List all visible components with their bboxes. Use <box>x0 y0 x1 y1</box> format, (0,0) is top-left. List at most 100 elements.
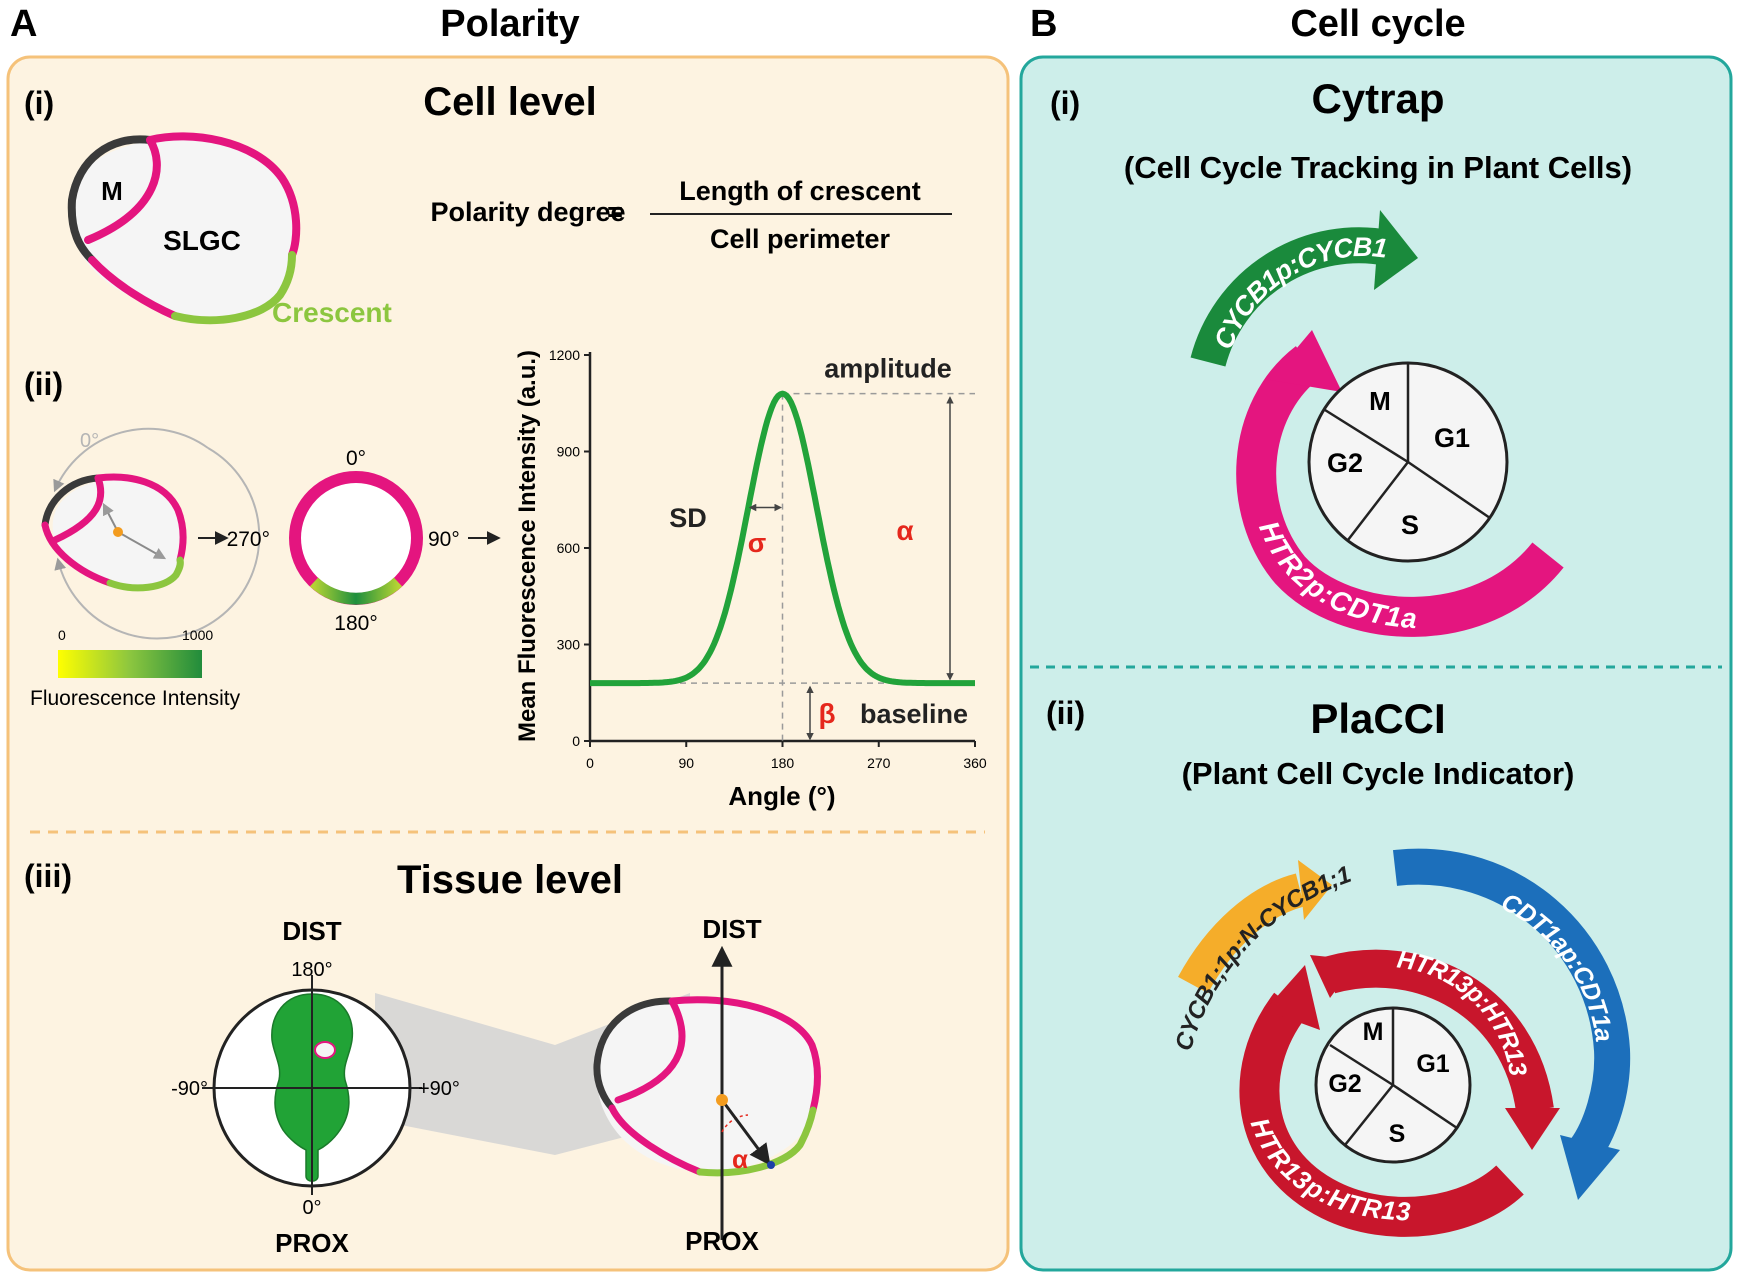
formula-numerator: Length of crescent <box>679 176 921 206</box>
x-tick-label: 270 <box>867 755 891 771</box>
tissue-level-heading: Tissue level <box>397 858 623 902</box>
ring-top-label: 0° <box>346 447 366 470</box>
ring-left-label: 270° <box>227 528 270 551</box>
crescent-label: Crescent <box>272 297 392 328</box>
alpha-arc <box>721 1114 749 1133</box>
y-tick-label: 1200 <box>549 347 580 363</box>
cytrap-phase-g1: G1 <box>1434 423 1470 453</box>
panel-b-letter: B <box>1030 3 1057 45</box>
y-tick-label: 600 <box>557 540 581 556</box>
angle-start-label: 0° <box>80 430 99 452</box>
x-tick-label: 0 <box>586 755 594 771</box>
panel-b-title: Cell cycle <box>1290 3 1465 45</box>
baseline-label: baseline <box>860 699 968 729</box>
placci-orange-arrow-head <box>1298 860 1332 920</box>
stomatal-cell-diagram: M SLGC Crescent <box>67 132 392 328</box>
large-cell-angle-diagram: DIST PROX α <box>593 914 821 1256</box>
leaf-dist-label: DIST <box>282 916 341 946</box>
beta-label: β <box>818 698 835 729</box>
chart-x-label: Angle (°) <box>728 781 835 811</box>
meristemoid-wall <box>67 135 154 264</box>
placci-phase-g2: G2 <box>1328 1070 1361 1098</box>
alpha-chart-label: α <box>896 515 913 546</box>
placci-heading: PlaCCI <box>1310 695 1445 742</box>
division-wall <box>84 136 161 244</box>
placci-phase-g1: G1 <box>1416 1050 1449 1078</box>
colorbar-label: Fluorescence Intensity <box>30 687 241 710</box>
cytrap-phase-m: M <box>1369 386 1391 416</box>
cell-level-heading: Cell level <box>423 80 596 124</box>
placci-red-inner-arrow-head <box>1505 1108 1560 1150</box>
polarity-vector-arrow <box>720 1099 771 1166</box>
ring-crescent-segment <box>309 577 403 605</box>
leaf-deg-bottom: 0° <box>302 1197 321 1219</box>
leaf-deg-right: +90° <box>418 1078 460 1100</box>
angle-arc-bottom <box>54 447 261 640</box>
cytrap-sub-label: (i) <box>1050 85 1080 121</box>
fluorescence-colorbar: 0 1000 Fluorescence Intensity <box>30 627 241 710</box>
series-line <box>589 390 976 687</box>
panel-a: A Polarity (i) Cell level M SLGC Crescen… <box>6 3 1010 1272</box>
colorbar-max: 1000 <box>182 627 213 643</box>
magenta-wall-bottom <box>88 256 179 320</box>
cytrap-subheading: (Cell Cycle Tracking in Plant Cells) <box>1124 150 1632 185</box>
colorbar <box>58 650 202 678</box>
ring-right-label: 90° <box>428 528 460 551</box>
sub-ii-label: (ii) <box>24 366 63 402</box>
placci-sub-label: (ii) <box>1046 695 1085 731</box>
unrolled-ring-diagram: 270° 0° 90° 180° <box>227 447 501 635</box>
cytrap-magenta-arrow-body <box>1236 346 1564 637</box>
placci-orange-arrow-body <box>1178 873 1305 994</box>
crescent-peak-dot <box>767 1161 775 1169</box>
large-cell-fill <box>596 998 820 1173</box>
angle-arc-top <box>53 427 209 493</box>
placci-phase-s: S <box>1389 1120 1406 1148</box>
sub-i-label: (i) <box>24 85 54 121</box>
cytrap-phase-s: S <box>1401 510 1419 540</box>
amplitude-label: amplitude <box>824 354 952 384</box>
large-prox-label: PROX <box>685 1226 759 1256</box>
placci-blue-arrow-head <box>1560 1135 1620 1200</box>
cell-slgc-label: SLGC <box>163 225 241 256</box>
ring-magenta <box>289 471 423 605</box>
sub-iii-label: (iii) <box>24 858 72 894</box>
cytrap-green-arrow-body <box>1190 227 1392 367</box>
placci-red-outer-arrow-body <box>1239 992 1524 1237</box>
y-tick-label: 900 <box>557 444 581 460</box>
placci-subheading: (Plant Cell Cycle Indicator) <box>1182 756 1575 791</box>
sd-label: SD <box>669 503 707 533</box>
y-tick-label: 0 <box>572 733 580 749</box>
zoomed-cell-marker <box>314 1041 336 1059</box>
small-cell-angle-diagram: 0° <box>41 427 261 640</box>
large-dist-label: DIST <box>702 914 761 944</box>
colorbar-min: 0 <box>58 627 66 643</box>
panel-a-box <box>6 55 1010 1272</box>
cell-m-label: M <box>101 176 123 206</box>
chart-series <box>589 390 976 687</box>
placci-phase-m: M <box>1363 1018 1384 1046</box>
formula-equals: = <box>607 197 623 227</box>
cytrap-magenta-arrow-head <box>1270 330 1342 392</box>
crescent-wall <box>171 251 296 325</box>
chart-y-label: Mean Fluorescence Intensity (a.u.) <box>514 350 541 742</box>
panel-a-title: Polarity <box>440 3 579 45</box>
leaf-deg-left: -90° <box>171 1078 208 1100</box>
leaf-deg-top: 180° <box>291 959 332 981</box>
panel-a-letter: A <box>10 3 37 45</box>
placci-red-inner-arrow-body <box>1324 949 1554 1114</box>
ring-bottom-label: 180° <box>334 612 377 635</box>
formula-denominator: Cell perimeter <box>710 224 891 254</box>
x-tick-label: 180 <box>771 755 795 771</box>
formula-lhs: Polarity degree <box>430 197 625 227</box>
magenta-wall-top <box>146 132 301 259</box>
x-tick-label: 360 <box>963 755 987 771</box>
chart-x-ticks: 0 90 180 270 360 <box>586 741 987 771</box>
x-tick-label: 90 <box>678 755 694 771</box>
alpha-label: α <box>732 1144 748 1174</box>
cytrap-green-arrow-head <box>1374 210 1418 290</box>
placci-blue-arrow-body <box>1392 848 1631 1161</box>
